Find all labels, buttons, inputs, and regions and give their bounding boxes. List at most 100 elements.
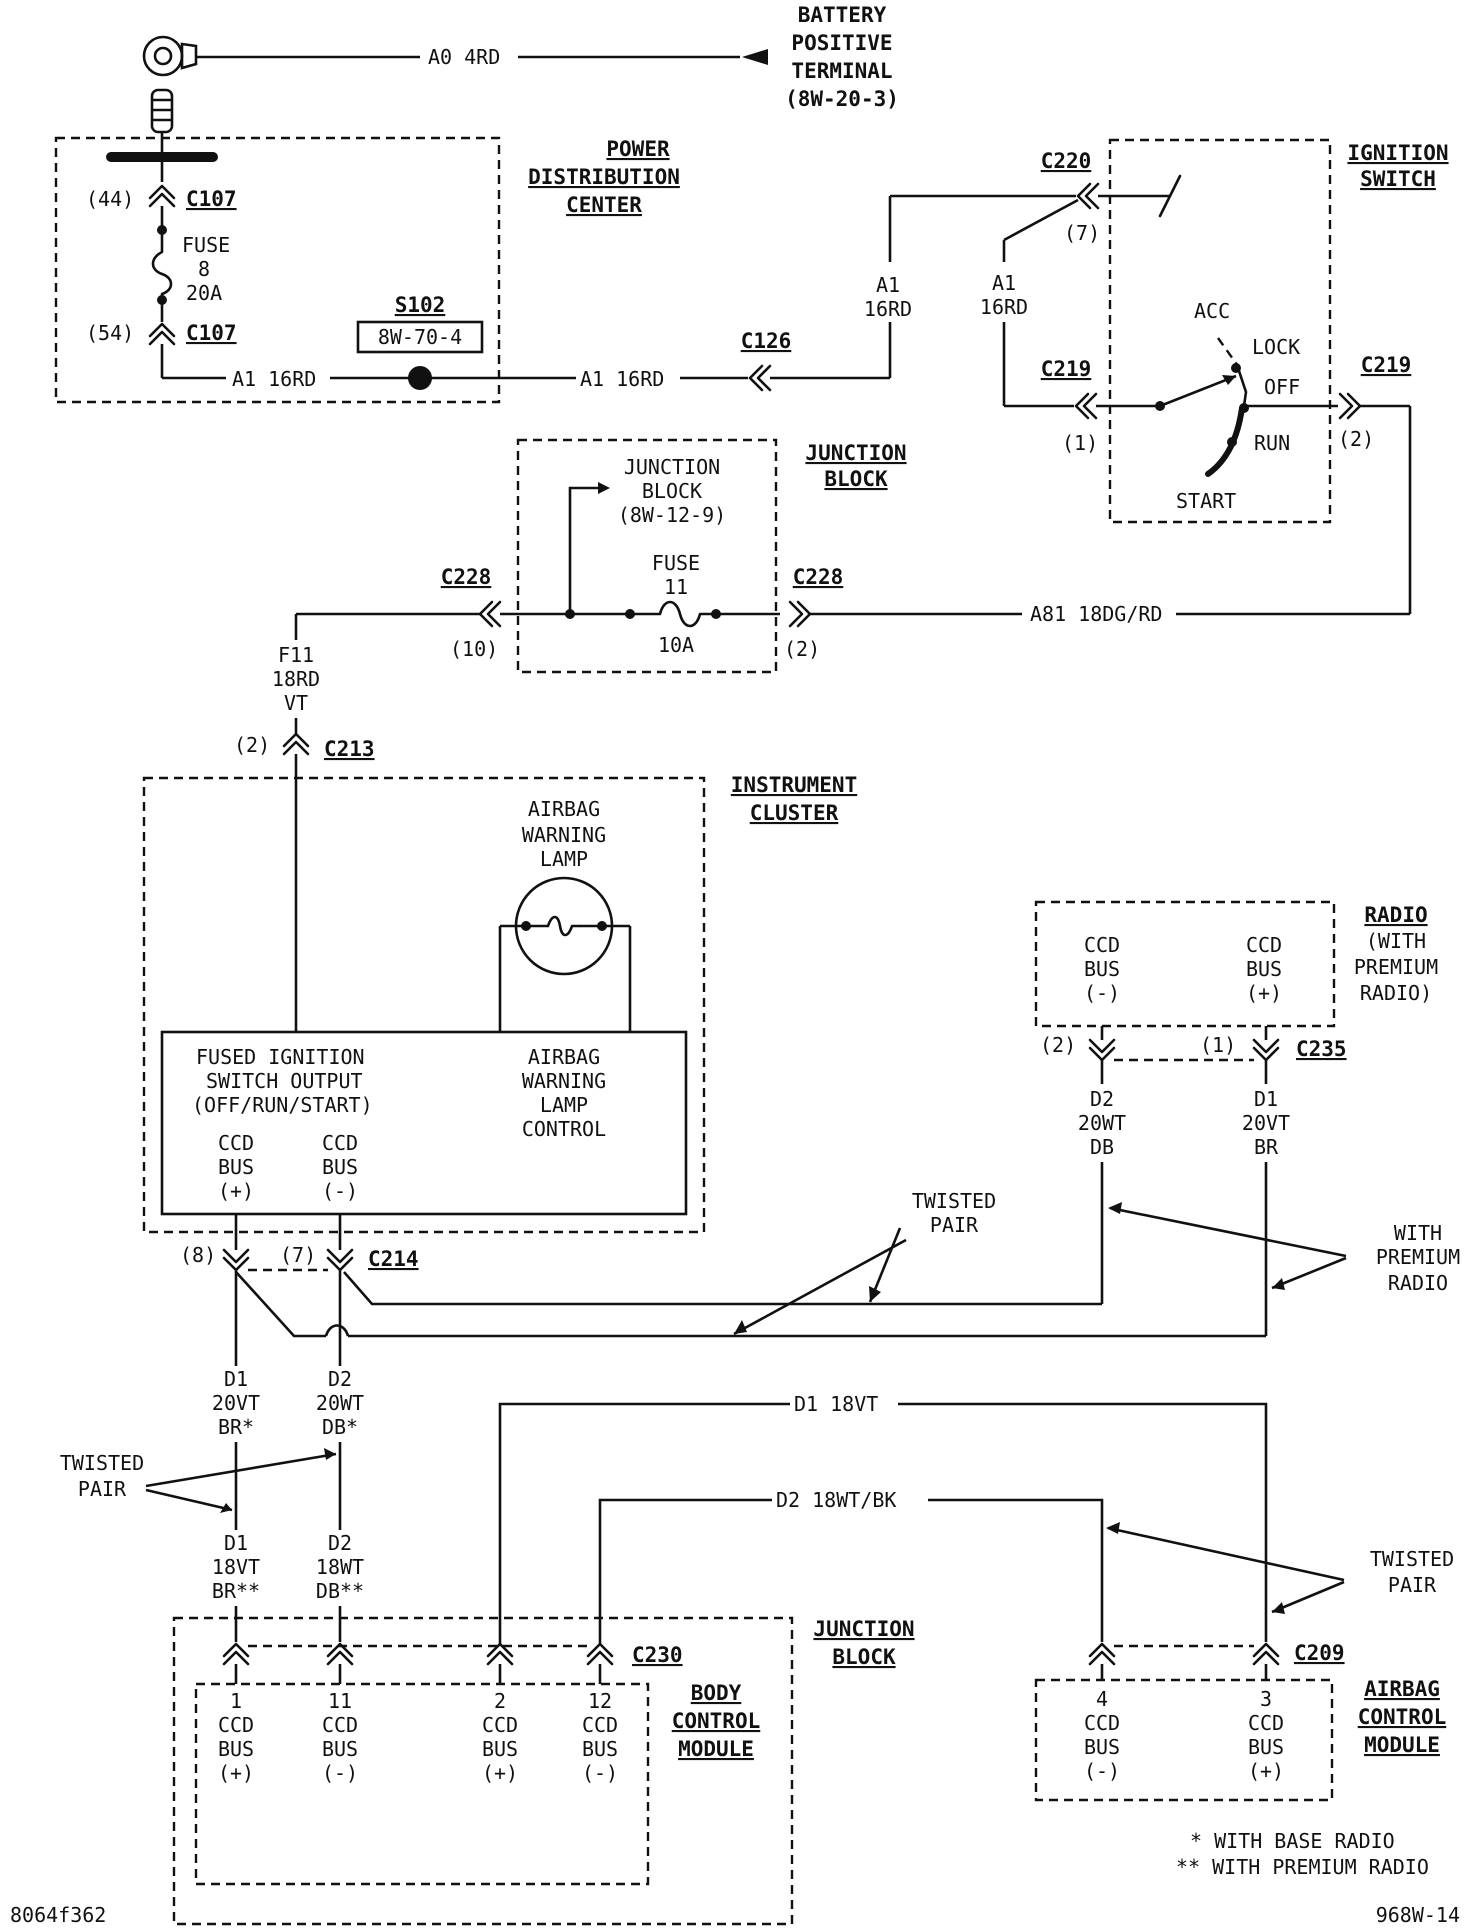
acm-p3: 3 <box>1260 1687 1272 1711</box>
mid-d1: D1 18VT <box>794 1392 878 1416</box>
f11-l3: VT <box>284 691 308 715</box>
fuse11-l3: 10A <box>658 633 694 657</box>
fused-l1: FUSED IGNITION <box>196 1045 365 1069</box>
cluster-title-2: CLUSTER <box>750 801 839 825</box>
mid-d2: D2 18WT/BK <box>776 1488 896 1512</box>
cl-busn-l3: (-) <box>322 1179 358 1203</box>
pdc-pin-44: (44) <box>86 187 134 211</box>
ign-lock: LOCK <box>1252 335 1300 359</box>
c214-pin8: (8) <box>180 1243 216 1267</box>
lw-c-l2: 18VT <box>212 1555 260 1579</box>
c235-pin2: (2) <box>1040 1033 1076 1057</box>
fused-l3: (OFF/RUN/START) <box>192 1093 373 1117</box>
acm-p4-pol: (-) <box>1084 1759 1120 1783</box>
connector-c219-left-icon <box>1074 392 1098 420</box>
connector-c209-icons <box>1088 1642 1280 1666</box>
radio-d1-l1: D1 <box>1254 1087 1278 1111</box>
splice-s102-icon <box>408 366 432 390</box>
c220-label: C220 <box>1041 149 1092 173</box>
lw-d-l3: DB** <box>316 1579 364 1603</box>
lw-b-l3: DB* <box>322 1415 358 1439</box>
radio-title-3: PREMIUM <box>1354 955 1438 979</box>
cl-busp-l2: BUS <box>218 1155 254 1179</box>
pdc-wire-in: A1 16RD <box>232 367 316 391</box>
connector-c219-right-icon <box>1338 392 1362 420</box>
bcm-p1-pol: (+) <box>218 1761 254 1785</box>
c214-label: C214 <box>368 1247 419 1271</box>
tw1-pointer <box>733 1227 907 1336</box>
jb1-wire-a81: A81 18DG/RD <box>1030 602 1162 626</box>
acm-title-2: CONTROL <box>1358 1705 1447 1729</box>
ign-wire-a-l2: 16RD <box>864 297 912 321</box>
ctl-l1: AIRBAG <box>528 1045 600 1069</box>
ign-wire-b-l2: 16RD <box>980 295 1028 319</box>
connector-c228-right-icon <box>788 600 812 628</box>
lamp-l1: AIRBAG <box>528 797 600 821</box>
bcm-title-2: CONTROL <box>672 1709 761 1733</box>
bcm-p11-bus: BUS <box>322 1737 358 1761</box>
jb1-ref-2: BLOCK <box>642 479 702 503</box>
jb1-title-2: BLOCK <box>824 467 888 491</box>
pdc-title-3: CENTER <box>566 193 642 217</box>
acm-title-1: AIRBAG <box>1364 1677 1440 1701</box>
bcm-p12-pol: (-) <box>582 1761 618 1785</box>
lw-a-l1: D1 <box>224 1367 248 1391</box>
cl-busp-l3: (+) <box>218 1179 254 1203</box>
c219-right-label: C219 <box>1361 353 1412 377</box>
ign-title-1: IGNITION <box>1347 141 1448 165</box>
splice-ref: 8W-70-4 <box>378 325 462 349</box>
radio-d2-l3: DB <box>1090 1135 1114 1159</box>
jb1-ref-1: JUNCTION <box>624 455 720 479</box>
bcm-p2-bus: BUS <box>482 1737 518 1761</box>
bcm-p12-ccd: CCD <box>582 1713 618 1737</box>
pdc-c107-top: C107 <box>186 187 237 211</box>
c219-left-label: C219 <box>1041 357 1092 381</box>
acm-p4: 4 <box>1096 1687 1108 1711</box>
fuse8-l1: FUSE <box>182 233 230 257</box>
tw1-l1: TWISTED <box>912 1189 996 1213</box>
cluster-title-1: INSTRUMENT <box>731 773 857 797</box>
prem-pointer <box>1109 1206 1347 1290</box>
acm-title-3: MODULE <box>1364 1733 1440 1757</box>
bcm-box <box>194 1682 650 1886</box>
acm-box <box>1034 1678 1334 1802</box>
ign-wire-a-l1: A1 <box>876 273 900 297</box>
prem-l1: WITH <box>1394 1221 1442 1245</box>
connector-c107-bot-icon <box>148 322 176 346</box>
ign-off: OFF <box>1264 375 1300 399</box>
arrow-left-icon <box>742 49 768 65</box>
cl-busp-l1: CCD <box>218 1131 254 1155</box>
lamp-l2: WARNING <box>522 823 606 847</box>
battery-title-2: POSITIVE <box>791 31 892 55</box>
c230-label: C230 <box>632 1643 683 1667</box>
cl-busn-l2: BUS <box>322 1155 358 1179</box>
jb1-ref-3: (8W-12-9) <box>618 503 726 527</box>
tw2-l2: PAIR <box>78 1477 127 1501</box>
bcm-p2-pol: (+) <box>482 1761 518 1785</box>
lw-b-l2: 20WT <box>316 1391 364 1415</box>
ignition-switch-box <box>1108 138 1332 524</box>
footnote-1: * WITH BASE RADIO <box>1190 1829 1395 1853</box>
radio-busn-l2: BUS <box>1084 957 1120 981</box>
ign-acc: ACC <box>1194 299 1230 323</box>
fuse11-l2: 11 <box>664 575 688 599</box>
splice-ref-box <box>356 320 484 354</box>
cluster-module-box <box>160 1030 688 1216</box>
c126-label: C126 <box>741 329 792 353</box>
battery-title-1: BATTERY <box>798 3 887 27</box>
c213-label: C213 <box>324 737 375 761</box>
radio-title-1: RADIO <box>1364 903 1427 927</box>
c220-pin: (7) <box>1064 221 1100 245</box>
ign-run-start-contact-icon <box>1205 405 1245 477</box>
ign-start: START <box>1176 489 1236 513</box>
connector-c126-icon <box>748 364 772 392</box>
fused-l2: SWITCH OUTPUT <box>206 1069 363 1093</box>
instrument-cluster-box <box>142 776 706 1234</box>
acm-p4-bus: BUS <box>1084 1735 1120 1759</box>
pdc-box <box>54 136 501 404</box>
footer-right: 968W-14 <box>1376 1903 1460 1927</box>
bcm-p12-bus: BUS <box>582 1737 618 1761</box>
c209-label: C209 <box>1294 1641 1345 1665</box>
lamp-l3: LAMP <box>540 847 588 871</box>
fuse8-l3: 20A <box>186 281 222 305</box>
